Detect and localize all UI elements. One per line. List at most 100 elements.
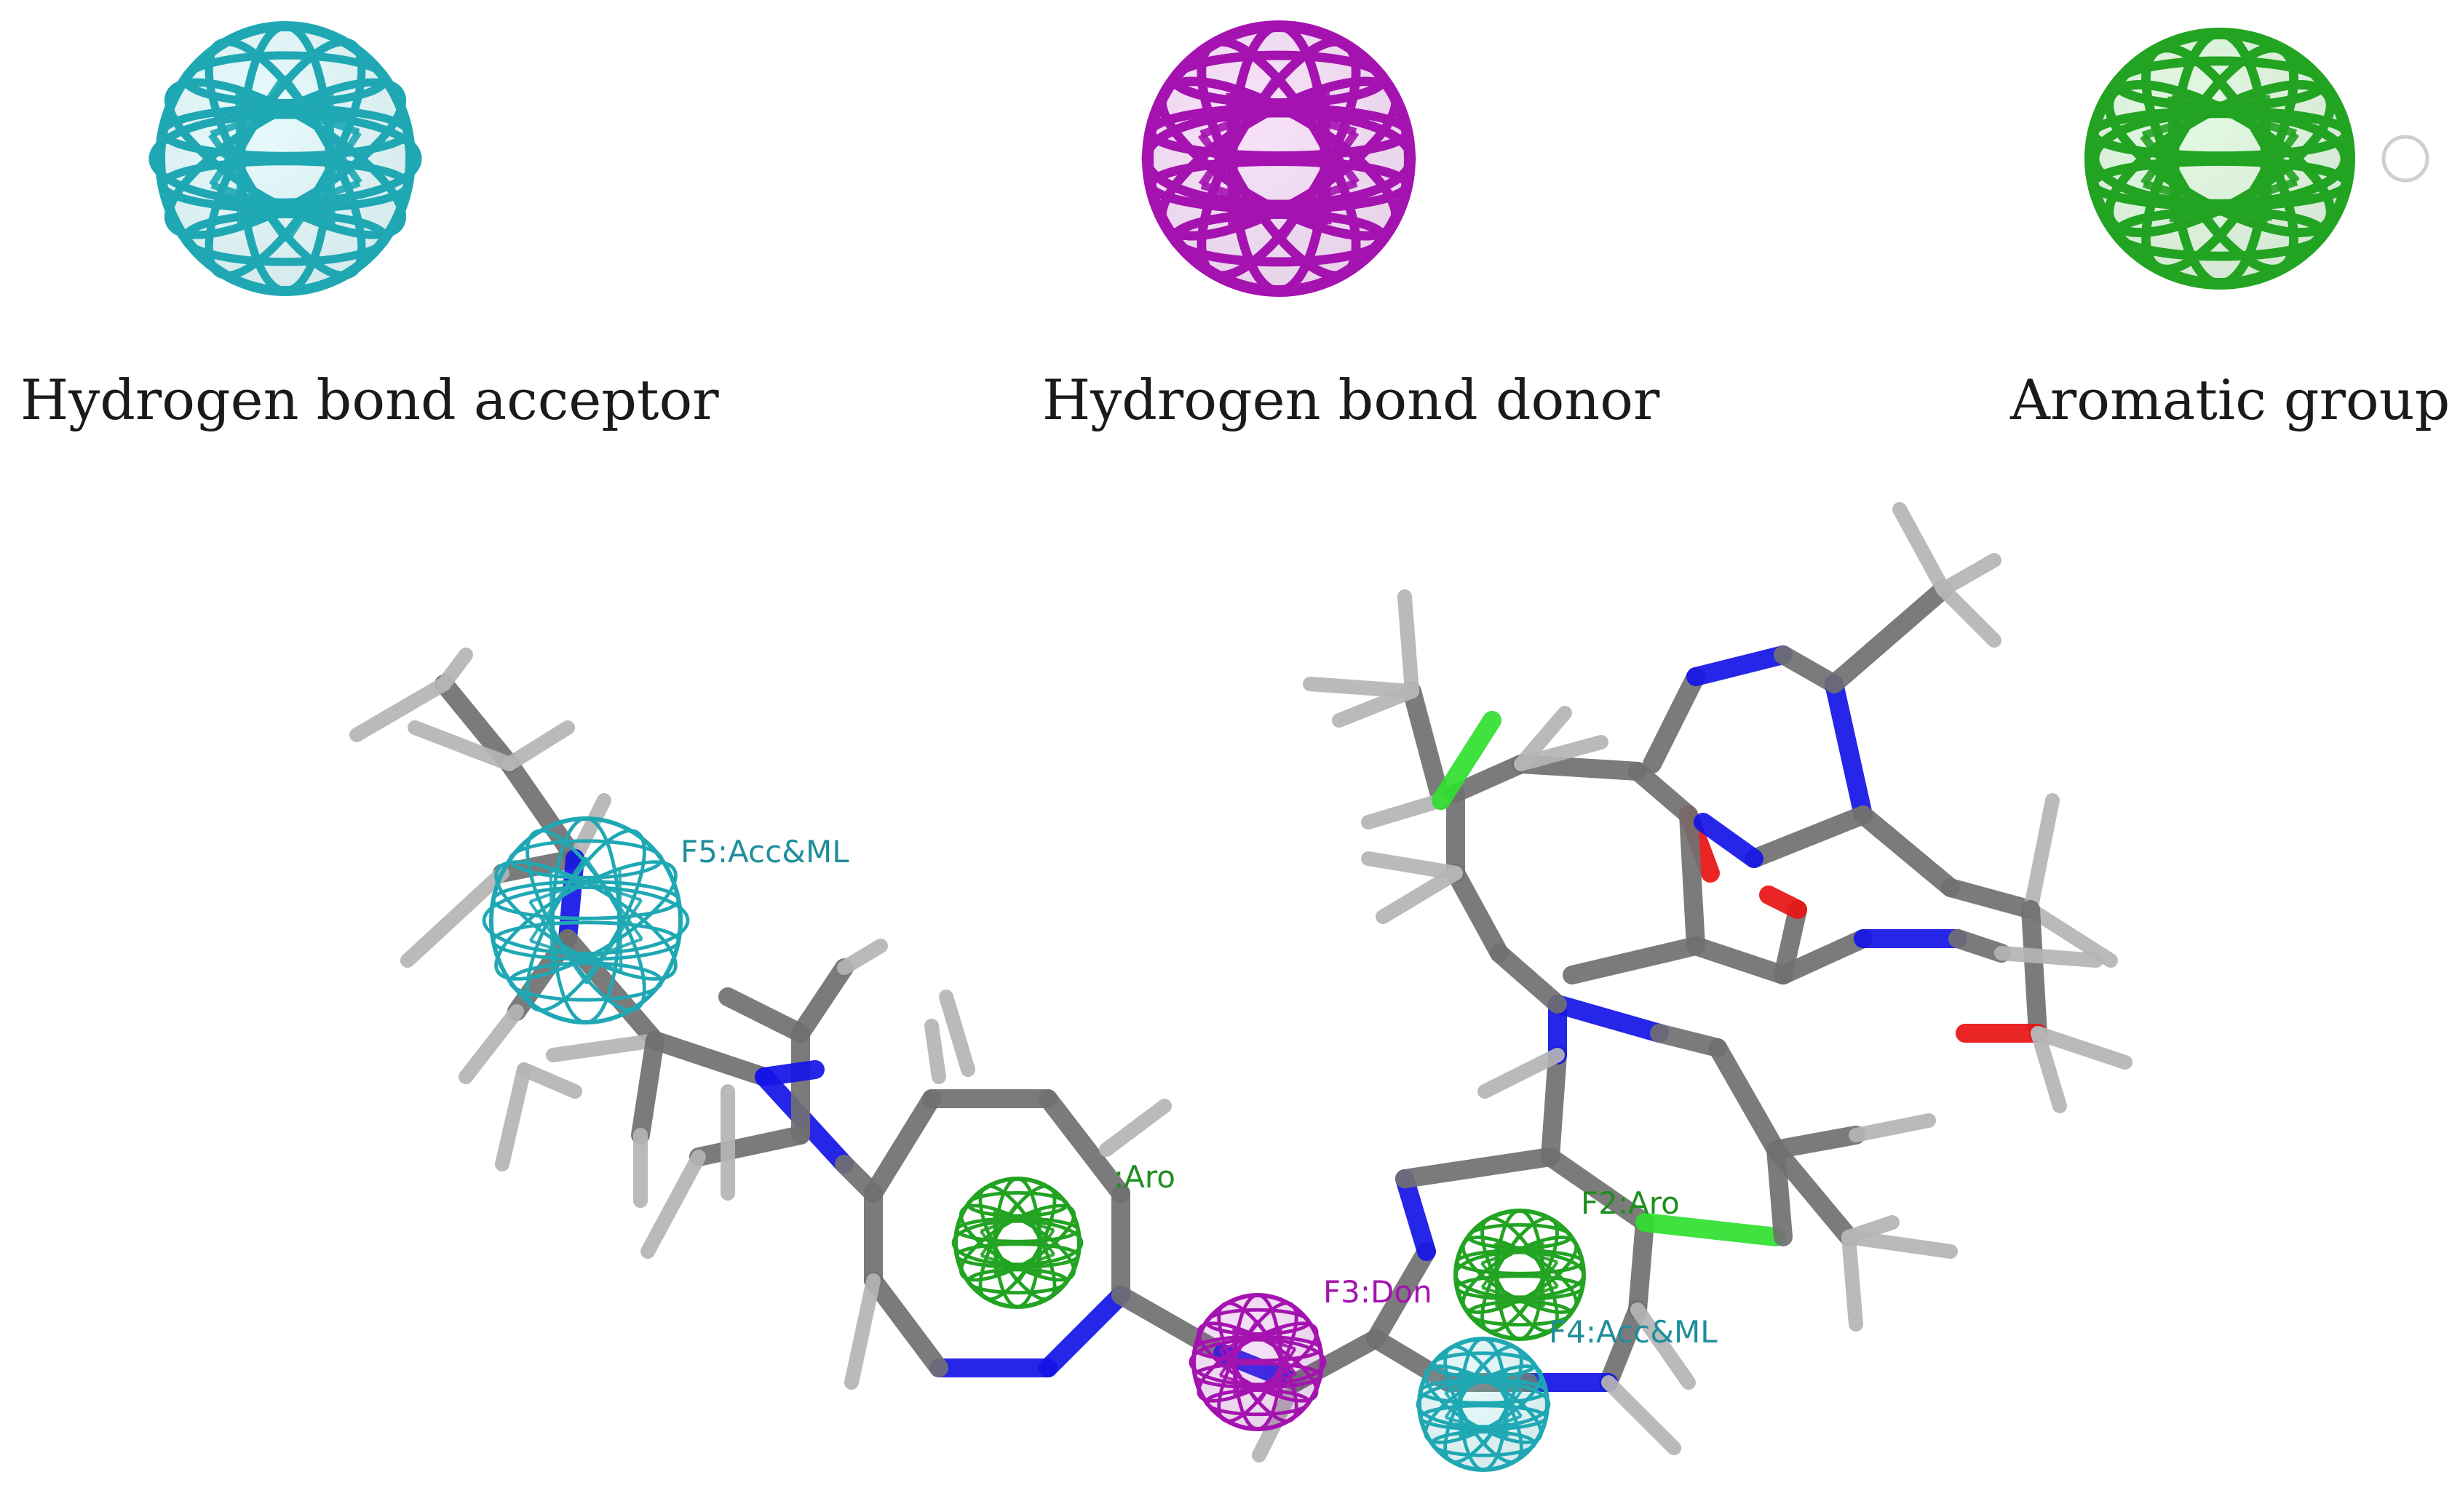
f1-aromatic-sphere-mesh-edge	[1015, 1202, 1056, 1256]
bond-carbon	[646, 1031, 774, 1086]
bond-hydrogen	[1936, 582, 2001, 648]
f5-acceptor-sphere-mesh-edge	[585, 899, 643, 984]
f3-donor-sphere-mesh-edge	[1233, 1327, 1296, 1350]
aromatic-sphere-mesh-edge	[2141, 91, 2268, 140]
bond-carbon	[1395, 1147, 1560, 1188]
aromatic-sphere-mesh-edge	[2261, 95, 2272, 221]
f1-aromatic-sphere-ring	[966, 1190, 1069, 1218]
bond-hydrogen	[1397, 589, 1419, 699]
bond-chlorine	[1432, 711, 1501, 810]
bond-hydrogen	[1936, 553, 2001, 597]
bond-carbon	[1774, 929, 1873, 984]
bond-nitrogen	[1548, 995, 1669, 1043]
bond-hydrogen	[1994, 946, 2103, 968]
bond-hydrogen	[1892, 502, 1951, 597]
bond-hydrogen	[400, 866, 509, 968]
bond-carbon	[1825, 580, 1953, 693]
acceptor-sphere-mesh-edge	[326, 91, 336, 225]
bond-nitrogen	[1825, 675, 1873, 824]
bond-chlorine	[1635, 1213, 1785, 1246]
f2-aromatic-sphere-mesh-edge	[1481, 1286, 1544, 1308]
f3-donor-sphere-meridian	[1197, 1321, 1319, 1403]
bond-carbon	[1766, 1140, 1858, 1246]
f3-donor-sphere-ring	[1205, 1308, 1311, 1336]
donor-sphere-mesh-edge	[1198, 73, 1282, 188]
bond-oxygen	[1759, 886, 1807, 919]
bond-hydrogen	[924, 1019, 946, 1084]
f3-donor-sphere-mesh-edge	[1219, 1374, 1282, 1397]
bond-hydrogen	[2023, 793, 2060, 917]
f1-aromatic-sphere-mesh-edge	[993, 1209, 1055, 1232]
bond-carbon	[1039, 1089, 1130, 1203]
bond-carbon	[2021, 900, 2047, 1043]
bond-carbon	[1708, 1038, 1785, 1159]
bond-carbon	[1686, 936, 1793, 984]
bond-carbon	[1490, 944, 1567, 1014]
f1-aromatic-sphere-mesh-edge	[980, 1209, 1041, 1233]
f1-aromatic-sphere-mesh-edge	[994, 1253, 1055, 1277]
bond-carbon	[631, 1031, 664, 1145]
f5-acceptor-sphere-ring	[508, 839, 664, 880]
acceptor-sphere-mesh-edge	[208, 74, 287, 188]
f4-acceptor-sphere-mesh-edge	[1444, 1363, 1484, 1419]
f4-acceptor-sphere-mesh-edge	[1458, 1372, 1462, 1438]
bond-carbon	[791, 958, 854, 1043]
f5-acceptor-sphere-mesh-edge	[551, 937, 643, 974]
magenta-wireframe-sphere-icon	[1141, 20, 1416, 297]
f5-acceptor-sphere-mesh-edge	[528, 901, 588, 984]
f5-acceptor-sphere-meridian	[482, 886, 690, 955]
bond-hydrogen	[1376, 866, 1463, 924]
feature-label-f2: F2:Aro	[1581, 1185, 1680, 1221]
acceptor-sphere-mesh-edge	[283, 130, 362, 243]
bond-carbon	[689, 1126, 810, 1166]
bond-carbon	[1402, 682, 1451, 810]
acceptor-sphere-meridian	[164, 78, 407, 239]
donor-sphere-mesh-edge	[1226, 92, 1237, 226]
f5-acceptor-sphere-mesh-edge	[618, 869, 623, 971]
bond-hydrogen	[502, 720, 575, 771]
bond-hydrogen	[1477, 1048, 1565, 1099]
f5-acceptor-sphere-meridian	[494, 860, 678, 981]
f1-aromatic-sphere-mesh-edge	[980, 1202, 1018, 1257]
aromatic-sphere-mesh-edge	[2140, 79, 2222, 186]
bond-carbon	[1541, 1147, 1654, 1232]
f3-donor-sphere-mesh-edge	[1219, 1326, 1282, 1352]
acceptor-sphere-mesh-edge	[210, 181, 333, 228]
acceptor-sphere-meridian	[164, 78, 407, 239]
f4-acceptor-sphere-mesh-edge	[1445, 1415, 1508, 1439]
donor-sphere-mesh-edge	[1274, 73, 1360, 186]
donor-sphere-mesh-edge	[1230, 179, 1358, 230]
bond-hydrogen	[517, 1062, 582, 1099]
bond-carbon	[1628, 1213, 1654, 1319]
bond-carbon	[1948, 929, 2011, 963]
bond-carbon	[1745, 805, 1873, 868]
bond-hydrogen	[1099, 1099, 1172, 1157]
bond-hydrogen	[546, 1033, 662, 1062]
bond-hydrogen	[1303, 677, 1419, 699]
f5-acceptor-sphere-meridian	[525, 829, 646, 1012]
bond-carbon	[1854, 805, 1960, 897]
f2-aromatic-sphere-mesh-edge	[1495, 1241, 1558, 1264]
f2-aromatic-sphere-mesh-edge	[1480, 1262, 1522, 1316]
bond-carbon	[1643, 667, 1705, 773]
f5-acceptor-sphere-mesh-edge	[584, 856, 643, 940]
green-wireframe-sphere-icon	[2084, 28, 2355, 290]
f2-aromatic-sphere-mesh-edge	[1481, 1241, 1544, 1265]
f4-acceptor-sphere-mesh-edge	[1504, 1371, 1509, 1437]
f2-aromatic-sphere-mesh-edge	[1480, 1234, 1520, 1289]
bond-nitrogen	[1686, 645, 1793, 686]
f5-acceptor-sphere-mesh-edge	[550, 868, 642, 902]
f1-aromatic-sphere-mesh-edge	[1017, 1229, 1055, 1284]
f2-aromatic-sphere-meridian	[1453, 1250, 1586, 1300]
acceptor-sphere-mesh-edge	[281, 74, 362, 186]
bond-hydrogen	[349, 677, 451, 742]
donor-label: Hydrogen bond donor	[1042, 367, 1660, 432]
f4-acceptor-sphere-meridian	[1424, 1364, 1543, 1444]
bond-hydrogen	[568, 793, 611, 866]
f1-aromatic-sphere-meridian	[951, 1219, 1084, 1267]
f3-donor-sphere-mesh-edge	[1279, 1328, 1283, 1396]
bond-nitrogen	[558, 849, 584, 948]
cyan-wireframe-sphere-icon	[148, 21, 422, 296]
f3-donor-sphere-mesh-edge	[1218, 1348, 1260, 1405]
f1-aromatic-sphere-mesh-edge	[980, 1254, 1041, 1276]
